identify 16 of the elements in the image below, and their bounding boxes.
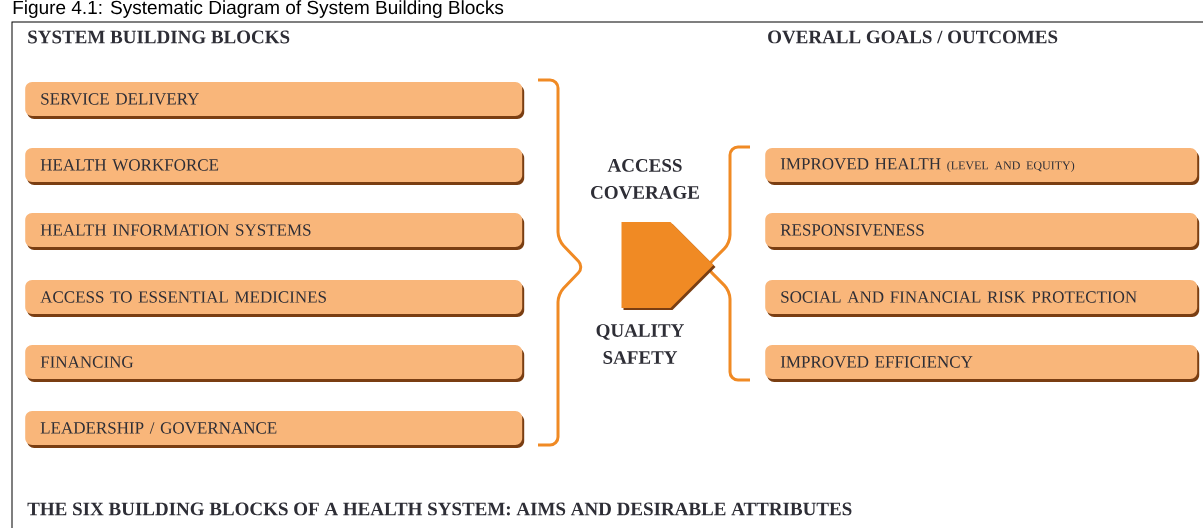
block-box: IMPROVED HEALTH (LEVEL AND EQUITY) bbox=[765, 148, 1200, 185]
block-box: SOCIAL AND FINANCIAL RISK PROTECTION bbox=[765, 280, 1200, 317]
block-box: SERVICE DELIVERY bbox=[25, 82, 525, 119]
attribute-label: ACCESS COVERAGE bbox=[591, 159, 699, 199]
block-box: HEALTH WORKFORCE bbox=[25, 148, 525, 185]
block-box: LEADERSHIP / GOVERNANCE bbox=[25, 411, 525, 448]
column-heading: SYSTEM BUILDING BLOCKS bbox=[28, 30, 290, 44]
block-box: IMPROVED EFFICIENCY bbox=[765, 345, 1200, 382]
column-heading: OVERALL GOALS / OUTCOMES bbox=[768, 30, 1058, 44]
caption: THE SIX BUILDING BLOCKS OF A HEALTH SYSTEM: AIMS AND DESIRABLE ATTRIBUTES bbox=[27, 502, 852, 516]
block-box: ACCESS TO ESSENTIAL MEDICINES bbox=[25, 280, 525, 317]
attribute-label: QUALITY SAFETY bbox=[596, 324, 684, 364]
figure-title: Figure 4.1: Systematic Diagram of System Building Blocks bbox=[13, 0, 504, 18]
block-box: FINANCING bbox=[25, 345, 525, 382]
block-box: RESPONSIVENESS bbox=[765, 213, 1200, 250]
block-box: HEALTH INFORMATION SYSTEMS bbox=[25, 213, 525, 250]
